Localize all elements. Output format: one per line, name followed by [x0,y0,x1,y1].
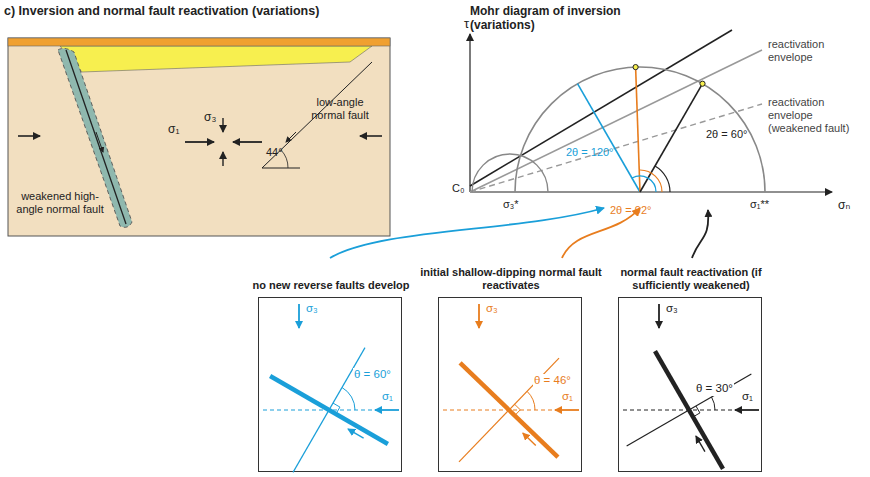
text-label: σₙ [838,198,850,212]
panel-label: σ₃ [665,302,679,316]
stress-panel: normal fault reactivation (if sufficient… [618,297,762,472]
text-label: reactivation envelope (weakened fault) [768,96,866,136]
panel-label: σ₃ [305,302,319,316]
stress-panel: initial shallow-dipping normal fault rea… [438,297,582,472]
panel-label: θ = 30° [695,382,734,396]
panel-label: σ₁ [741,390,754,404]
text-label: reactivation envelope [768,38,850,64]
text-label: σ₃* [503,198,519,211]
cross-section [8,38,390,236]
panel-heading: normal fault reactivation (if sufficient… [597,266,785,292]
text-label: weakened high-angle normal fault [14,190,106,216]
panel-label: θ = 60° [353,368,392,382]
panel-heading: initial shallow-dipping normal fault rea… [417,266,605,292]
text-label: 2θ = 92° [610,204,651,217]
stress-sketch [619,298,763,473]
stress-panel: no new reverse faults developσ₃θ = 60°σ₁ [258,297,402,472]
text-label: σ₁ [168,122,179,136]
panel-heading: no new reverse faults develop [237,279,425,292]
text-label: τ [464,16,469,32]
text-label: σ₃ [204,110,216,124]
panel-label: θ = 46° [533,374,572,388]
text-label: σ₁** [750,198,769,211]
text-label: low-angle normal fault [300,96,380,122]
text-label: 2θ = 60° [706,128,747,141]
diagram-title: c) Inversion and normal fault reactivati… [4,4,319,18]
panel-label: σ₃ [485,302,499,316]
text-label: Mohr diagram of inversion (variations) [470,4,645,33]
text-label: C₀ [452,182,465,195]
stress-sketch [259,298,403,473]
text-label: 44° [266,146,283,159]
panel-label: σ₁ [381,390,394,404]
text-label: 2θ = 120° [566,146,614,159]
panel-label: σ₁ [561,390,574,404]
